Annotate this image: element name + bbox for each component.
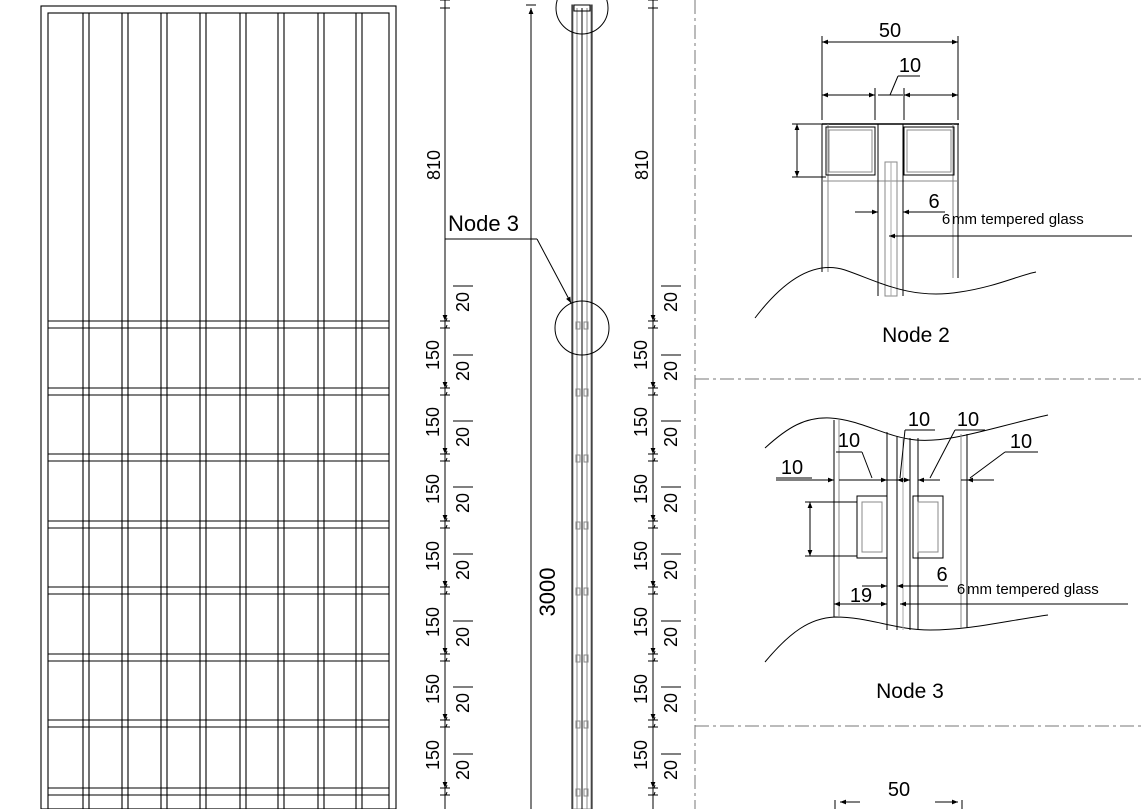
dim-20: 20 [661, 693, 681, 713]
dimension-arrow-hint [653, 590, 656, 595]
dimension-labels: 20 20 20 20 20 20 20 20 150 150 150 150 150 150 150 20 2… [423, 285, 681, 780]
dim-150: 150 [631, 474, 651, 504]
node3-glass-6: 6 [957, 581, 965, 598]
node3-dim-10-a: 10 [838, 430, 860, 452]
dimension-arrow-hint [445, 590, 448, 595]
section-mark [575, 720, 581, 729]
section-mark [575, 321, 581, 330]
dim-20: 20 [661, 292, 681, 312]
dim-150: 150 [423, 474, 443, 504]
node3-dim-10-d: 10 [1010, 431, 1032, 453]
section-mark [575, 521, 581, 530]
dimension-arrow-hint [653, 723, 656, 728]
door-elevation [40, 5, 397, 809]
dim-20: 20 [661, 361, 681, 381]
dim-20: 20 [453, 693, 473, 713]
dim-20: 20 [453, 760, 473, 780]
section-mark [583, 521, 589, 530]
dim-20: 20 [453, 361, 473, 381]
dimension-arrow-hint [653, 324, 656, 329]
dimension-arrow-hint [653, 457, 656, 462]
section-mark [583, 587, 589, 596]
section-mark [575, 388, 581, 397]
section-mark [583, 388, 589, 397]
dim-150: 150 [423, 541, 443, 571]
section-mark [575, 654, 581, 663]
node3-detail [764, 414, 1128, 663]
divider-lines [694, 0, 1145, 809]
node2-dim-6: 6 [928, 191, 939, 213]
dim-20: 20 [661, 560, 681, 580]
dimension-arrow-hint [653, 657, 656, 662]
bottom-dim-50: 50 [888, 779, 910, 801]
node3-callout-label: Node 3 [448, 211, 519, 236]
node3-callout [445, 238, 572, 304]
dim-20: 20 [453, 493, 473, 513]
dim-20: 20 [453, 627, 473, 647]
dim-150: 150 [631, 541, 651, 571]
section-mark [583, 454, 589, 463]
dimension-arrow-hint [445, 791, 448, 796]
dim-150: 150 [631, 674, 651, 704]
dimension-arrow-hint [653, 391, 656, 396]
section-mark [575, 587, 581, 596]
vertical-dimension-chain-left [440, 0, 450, 809]
section-mark [575, 788, 581, 797]
section-glass-mullion-marks [575, 321, 589, 797]
node2-dim-50: 50 [879, 20, 901, 42]
dimension-arrow-hint [445, 524, 448, 529]
node3-title: Node 3 [876, 680, 944, 703]
node3-dim-10-b: 10 [908, 409, 930, 431]
section-mark [583, 321, 589, 330]
dim-150: 150 [631, 407, 651, 437]
node2-glass-6: 6 [942, 211, 950, 228]
dim-20: 20 [661, 760, 681, 780]
dim-20: 20 [661, 427, 681, 447]
node2-title: Node 2 [882, 324, 950, 347]
node2-dim-10: 10 [899, 55, 921, 77]
dim-3000: 3000 [535, 568, 560, 617]
node3-dim-10-e: 10 [781, 457, 803, 479]
dim-20: 20 [661, 627, 681, 647]
node2-glass-label: mm tempered glass [952, 211, 1084, 228]
section-mark [583, 720, 589, 729]
section-view [526, 0, 610, 809]
dim-810-right: 810 [632, 150, 652, 180]
section-mark [575, 454, 581, 463]
dim-150: 150 [423, 407, 443, 437]
node3-dim-19: 19 [850, 585, 872, 607]
section-mark [583, 654, 589, 663]
dim-20: 20 [453, 427, 473, 447]
dim-150: 150 [423, 340, 443, 370]
node3-dim-6: 6 [936, 564, 947, 586]
dimension-arrow-hint [445, 391, 448, 396]
dimension-arrow-hint [653, 791, 656, 796]
vertical-dimension-chain-right [648, 0, 658, 809]
dim-150: 150 [631, 740, 651, 770]
dim-20: 20 [661, 493, 681, 513]
dimension-arrow-hint [653, 524, 656, 529]
node2-detail [754, 36, 1132, 319]
dimension-arrow-hint [445, 723, 448, 728]
section-mark [583, 788, 589, 797]
dimension-arrow-hint [445, 457, 448, 462]
dim-20: 20 [453, 292, 473, 312]
dimension-arrow-hint [445, 324, 448, 329]
dim-150: 150 [423, 674, 443, 704]
node-bottom-partial [834, 799, 963, 809]
dim-150: 150 [631, 340, 651, 370]
dim-150: 150 [423, 740, 443, 770]
dim-150: 150 [631, 607, 651, 637]
node3-glass-label: mm tempered glass [967, 581, 1099, 598]
dim-20: 20 [453, 560, 473, 580]
dim-150: 150 [423, 607, 443, 637]
node3-dim-10-c: 10 [957, 409, 979, 431]
dimension-arrow-hint [445, 657, 448, 662]
dim-810-left: 810 [424, 150, 444, 180]
